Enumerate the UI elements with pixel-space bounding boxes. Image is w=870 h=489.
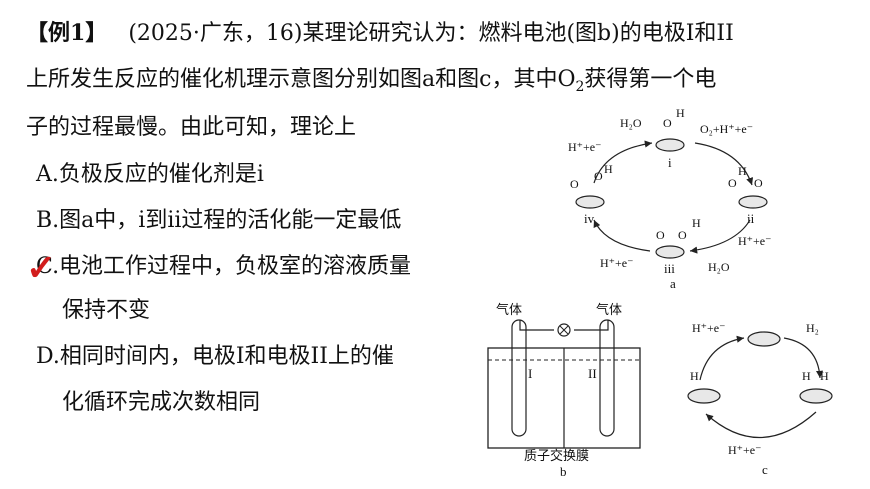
option-d-text: D.相同时间内，电极I和电极II上的催 (36, 344, 394, 369)
fig-b-wire (519, 320, 609, 331)
fig-a-h-top: H (676, 106, 685, 120)
option-d: D.相同时间内，电极I和电极II上的催 (36, 344, 394, 370)
option-c-letter: C (36, 254, 53, 279)
fig-a-label-ii: ii (747, 211, 755, 226)
option-c-continued: 保持不变 (62, 298, 150, 324)
arrow-i-ii (694, 142, 754, 186)
fig-b-gas-left: 气体 (496, 302, 522, 317)
question-line-1: 【例1】 (2025·广东，16)某理论研究认为：燃料电池(图b)的电极I和II (26, 20, 734, 47)
question-line-2: 上所发生反应的催化机理示意图分别如图a和图c，其中O2获得第一个电 (26, 67, 716, 100)
arrow-c-right-left (705, 411, 817, 439)
option-c-text-2: 保持不变 (62, 298, 151, 323)
fig-a-o-iv-2: O (594, 169, 603, 183)
figure-c: H⁺+e⁻ H₂ H H H H⁺+e⁻ c (687, 321, 833, 477)
question-text-2b: 获得第一个电 (584, 67, 717, 92)
fig-b-caption: b (560, 464, 567, 479)
fig-c-h-e-bottom: H⁺+e⁻ (728, 443, 761, 457)
fig-a-h-e-left: H⁺+e⁻ (568, 140, 601, 154)
arrow-c-left-top (699, 335, 745, 381)
catalyst-ii (738, 195, 768, 209)
fig-a-h2o-right: H₂O (708, 260, 730, 274)
fig-c-h-right-1: H (802, 369, 811, 383)
fig-a-label-iii: iii (664, 261, 675, 276)
question-text-3: 子的过程最慢。由此可知，理论上 (26, 115, 357, 140)
fig-a-o-top: O (663, 116, 672, 130)
catalyst-c-left (687, 388, 721, 404)
option-a-text: A.负极反应的催化剂是i (36, 162, 264, 187)
fig-a-o-ii-1: O (728, 176, 737, 190)
fig-b-lamp-cross (559, 325, 569, 335)
fig-a-h2o-top: H₂O (620, 116, 642, 130)
fig-a-h-ii: H (738, 164, 747, 178)
catalyst-c-top (747, 331, 781, 347)
fig-a-caption: a (670, 276, 676, 291)
option-d-text-2: 化循环完成次数相同 (62, 390, 261, 415)
option-a: A.负极反应的催化剂是i (36, 162, 264, 188)
catalyst-c-right (799, 388, 833, 404)
option-c-text: .电池工作过程中，负极室的溶液质量 (52, 254, 412, 279)
fig-c-caption: c (762, 462, 768, 477)
question-text-1: 某理论研究认为：燃料电池(图b)的电极I和II (302, 21, 734, 46)
fig-c-h-e-top: H⁺+e⁻ (692, 321, 725, 335)
fig-a-o-ii-2: O (754, 176, 763, 190)
fig-a-label-i: i (668, 155, 672, 170)
fig-b-electrode-right (599, 319, 615, 437)
catalyst-iii (655, 245, 685, 259)
fig-a-o-iii-2: O (678, 228, 687, 242)
option-c: C.电池工作过程中，负极室的溶液质量 (36, 254, 411, 280)
fig-a-o-iii-1: O (656, 228, 665, 242)
arrow-iii-iv (593, 219, 651, 252)
question-text-2a: 上所发生反应的催化机理示意图分别如图a和图c，其中O (26, 67, 576, 92)
arrow-iv-i (593, 140, 653, 184)
option-b: B.图a中，i到ii过程的活化能一定最低 (36, 208, 401, 234)
fig-a-h-e-bottom: H⁺+e⁻ (600, 256, 633, 270)
fig-a-o-iv-1: O (570, 177, 579, 191)
fig-b-electrode-left-label: I (528, 366, 532, 381)
fig-a-h-iv: H (604, 162, 613, 176)
fig-c-h2: H₂ (806, 321, 819, 335)
fig-a-h-e-right: H⁺+e⁻ (738, 234, 771, 248)
option-b-text: B.图a中，i到ii过程的活化能一定最低 (36, 208, 402, 233)
fig-a-o2-h-e: O₂+H⁺+e⁻ (700, 122, 753, 136)
fig-a-label-iv: iv (584, 211, 595, 226)
fig-b-gas-right: 气体 (596, 302, 622, 317)
fig-b-electrode-left (511, 319, 527, 437)
answer-check-mark: ✓ (26, 247, 57, 289)
figure-a: H₂O O H O₂+H⁺+e⁻ H⁺+e⁻ i O O H iv H O O … (568, 106, 771, 291)
arrow-ii-iii (689, 219, 751, 254)
arrow-c-top-right (783, 337, 824, 379)
catalyst-iv (575, 195, 605, 209)
question-source: (2025·广东，16) (128, 21, 303, 46)
o2-subscript: 2 (575, 79, 585, 95)
fig-a-h-iii: H (692, 216, 701, 230)
option-d-continued: 化循环完成次数相同 (62, 390, 260, 416)
question-line-3: 子的过程最慢。由此可知，理论上 (26, 115, 356, 141)
fig-c-h-right-2: H (820, 369, 829, 383)
catalyst-i (655, 138, 685, 152)
fig-b-electrode-right-label: II (588, 366, 597, 381)
fig-b-membrane-label: 质子交换膜 (524, 448, 589, 463)
figure-b: 气体 气体 I II 质子交换膜 b (487, 302, 641, 479)
example-tag: 【例1】 (26, 20, 108, 46)
fig-c-h-left: H (690, 369, 699, 383)
